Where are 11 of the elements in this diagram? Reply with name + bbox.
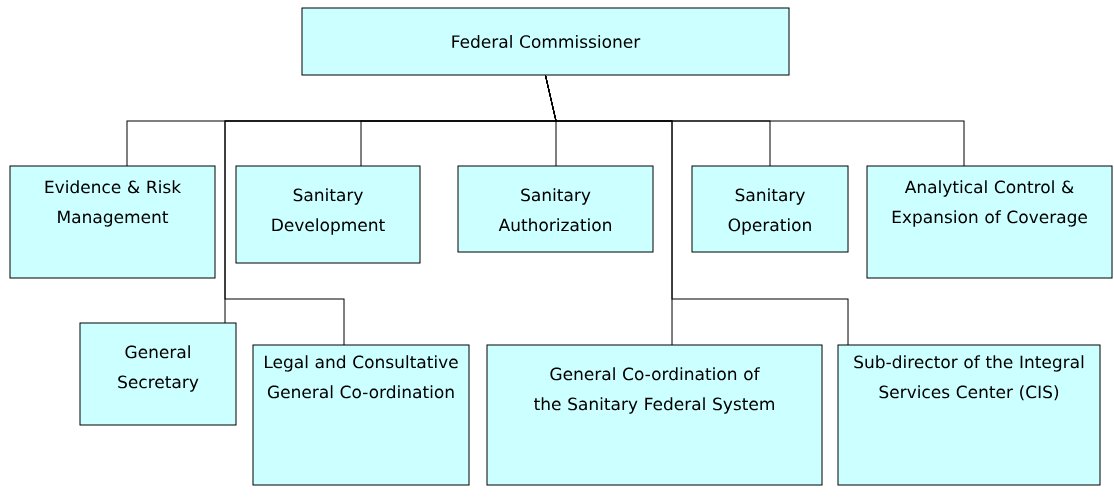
unit-box: Evidence & Risk Management (9, 165, 216, 279)
unit-box: Legal and Consultative General Co-ordination (252, 344, 470, 486)
unit-box: General Co-ordination of the Sanitary Federal System (486, 344, 823, 486)
connector-line (545, 75, 849, 346)
title-box: Federal Commissioner (301, 7, 790, 76)
unit-box: Analytical Control & Expansion of Coverage (866, 165, 1113, 279)
unit-box: Sanitary Authorization (457, 165, 654, 253)
unit-box: Sanitary Development (235, 165, 421, 264)
unit-box: Sanitary Operation (691, 165, 849, 253)
unit-box: General Secretary (79, 322, 237, 426)
unit-box: Sub-director of the Integral Services Center (CIS) (837, 344, 1101, 486)
